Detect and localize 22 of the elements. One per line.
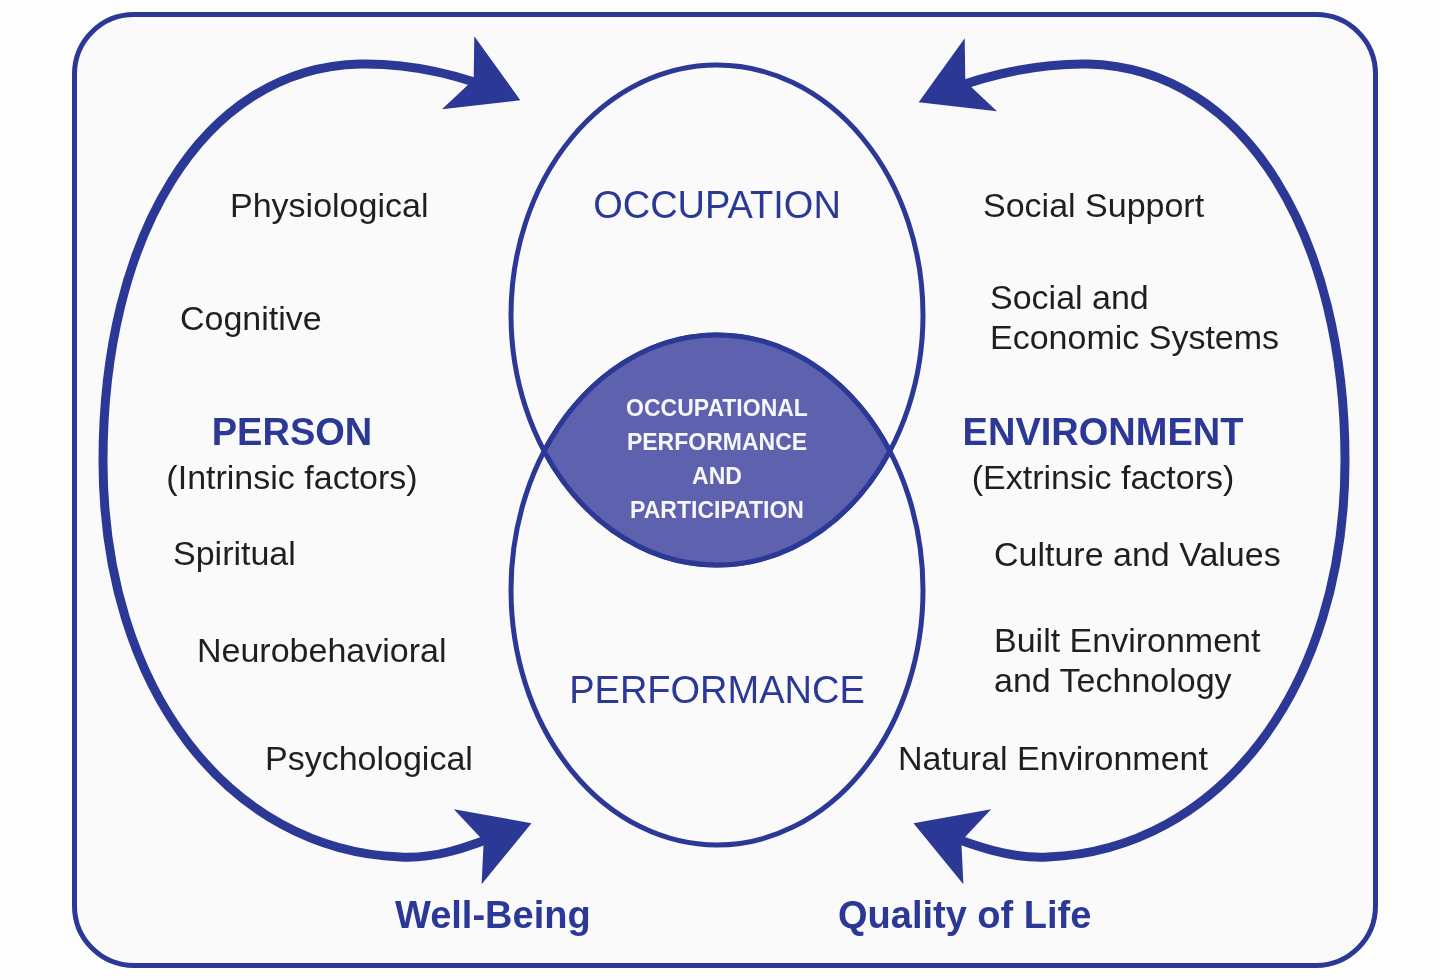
category-heading: ENVIRONMENT [962,410,1244,454]
factor-label: Cognitive [180,298,322,338]
factor-label: Social Support [983,185,1205,225]
factor-label: Built Environment and Technology [994,620,1262,700]
category-subtitle: (Extrinsic factors) [971,457,1235,497]
category-subtitle: (Intrinsic factors) [166,457,418,497]
factor-label: Spiritual [173,533,296,573]
factor-label: Social and Economic Systems [990,277,1281,357]
category-heading: PERSON [211,410,373,454]
curved-arrow [913,38,1350,885]
factor-label: Natural Environment [898,738,1208,778]
overlap-title: OCCUPATIONAL PERFORMANCE AND PARTICIPATION [625,394,809,525]
factor-label: Physiological [230,185,429,225]
outcome-label: Quality of Life [838,893,1092,937]
factor-label: Psychological [265,738,473,778]
outcome-label: Well-Being [395,893,591,937]
factor-label: Neurobehavioral [197,630,447,670]
factor-label: Culture and Values [994,534,1281,574]
venn-overlap [542,333,892,567]
ellipse-title: OCCUPATION [593,183,841,227]
curved-arrow [98,36,532,885]
ellipse-title: PERFORMANCE [569,668,865,712]
